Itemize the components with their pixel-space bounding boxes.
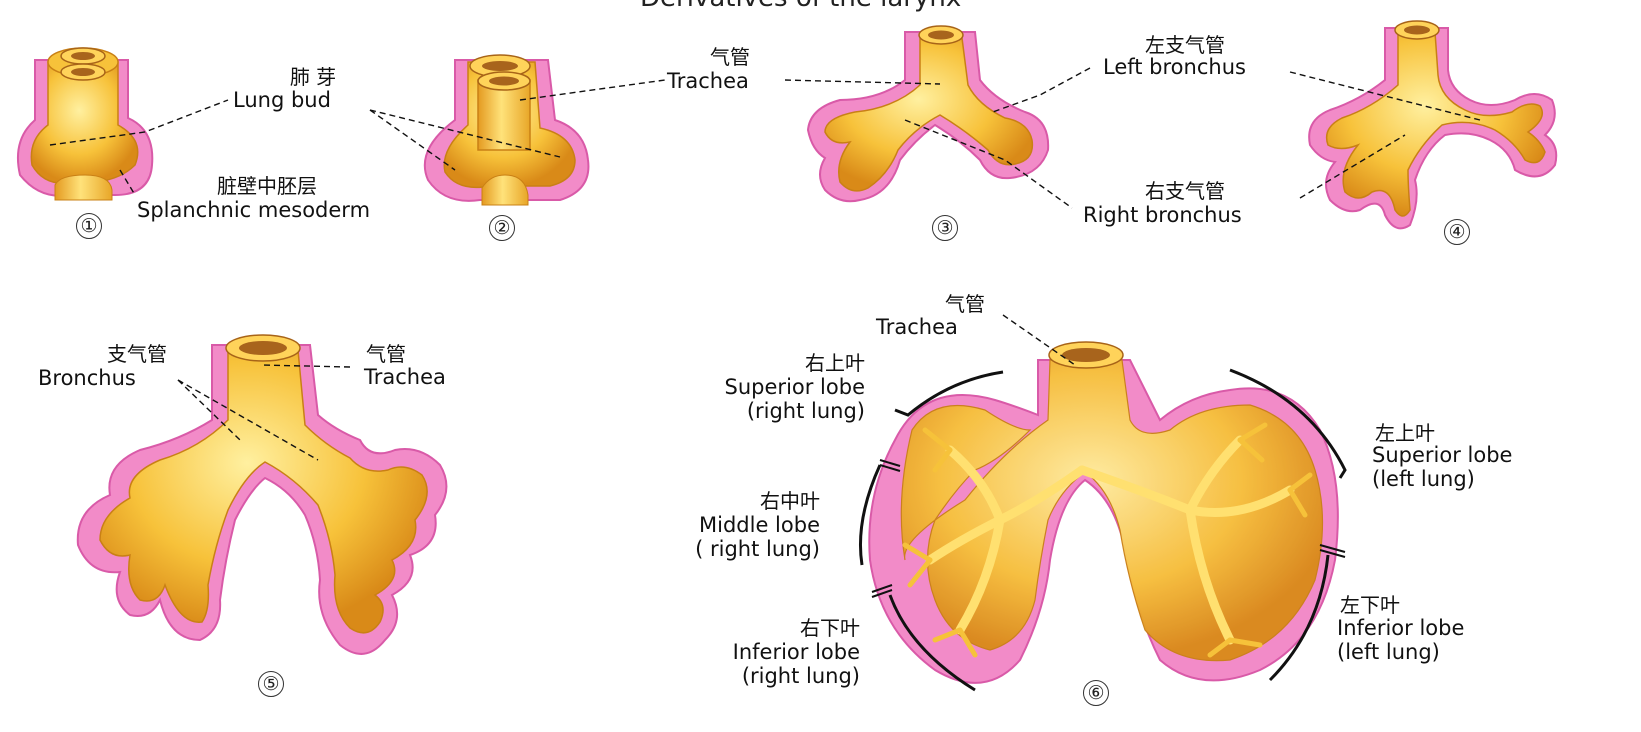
stage-2-number: ② xyxy=(489,215,515,241)
trachea-6-en: Trachea xyxy=(876,315,958,339)
stage-1-figure xyxy=(18,48,152,200)
trachea-5-cn: 气管 xyxy=(366,343,406,365)
lung-bud-cn: 肺 芽 xyxy=(268,66,358,88)
left-inferior-en2: (left lung) xyxy=(1337,640,1440,664)
stage-5-number: ⑤ xyxy=(258,671,284,697)
right-inferior-en1: Inferior lobe xyxy=(650,640,860,664)
stage-6-number: ⑥ xyxy=(1083,680,1109,706)
right-middle-cn: 右中叶 xyxy=(700,490,820,512)
stage-3-number: ③ xyxy=(932,215,958,241)
stage-4-figure xyxy=(1309,21,1556,228)
stage-1-number: ① xyxy=(76,213,102,239)
right-superior-en2: (right lung) xyxy=(660,399,865,423)
left-inferior-en1: Inferior lobe xyxy=(1337,616,1464,640)
left-superior-en2: (left lung) xyxy=(1372,467,1475,491)
left-inferior-cn: 左下叶 xyxy=(1340,594,1400,616)
left-superior-en1: Superior lobe xyxy=(1372,443,1512,467)
right-superior-cn: 右上叶 xyxy=(700,352,865,374)
stage-3-figure xyxy=(808,26,1048,201)
trachea-top-cn: 气管 xyxy=(690,46,770,68)
right-superior-en1: Superior lobe xyxy=(660,375,865,399)
trachea-5-en: Trachea xyxy=(364,365,446,389)
right-inferior-en2: (right lung) xyxy=(650,664,860,688)
right-middle-en1: Middle lobe xyxy=(620,513,820,537)
stage-4-number: ④ xyxy=(1444,219,1470,245)
left-bronchus-en: Left bronchus xyxy=(1103,55,1246,79)
trachea-6-cn: 气管 xyxy=(925,293,1005,315)
bronchus-5-cn: 支气管 xyxy=(82,343,192,365)
left-bronchus-cn: 左支气管 xyxy=(1120,34,1250,56)
right-bronchus-en: Right bronchus xyxy=(1083,203,1242,227)
splanchnic-cn: 脏壁中胚层 xyxy=(217,175,317,197)
trachea-top-en: Trachea xyxy=(667,69,749,93)
right-bronchus-cn: 右支气管 xyxy=(1120,180,1250,202)
cut-title: Derivatives of the larynx xyxy=(640,0,961,13)
splanchnic-en: Splanchnic mesoderm xyxy=(137,198,370,222)
lung-bud-en: Lung bud xyxy=(233,88,331,112)
bronchus-5-en: Bronchus xyxy=(38,366,136,390)
right-middle-en2: ( right lung) xyxy=(620,537,820,561)
stage-6-figure xyxy=(860,342,1345,690)
left-superior-cn: 左上叶 xyxy=(1375,422,1435,444)
right-inferior-cn: 右下叶 xyxy=(700,617,860,639)
